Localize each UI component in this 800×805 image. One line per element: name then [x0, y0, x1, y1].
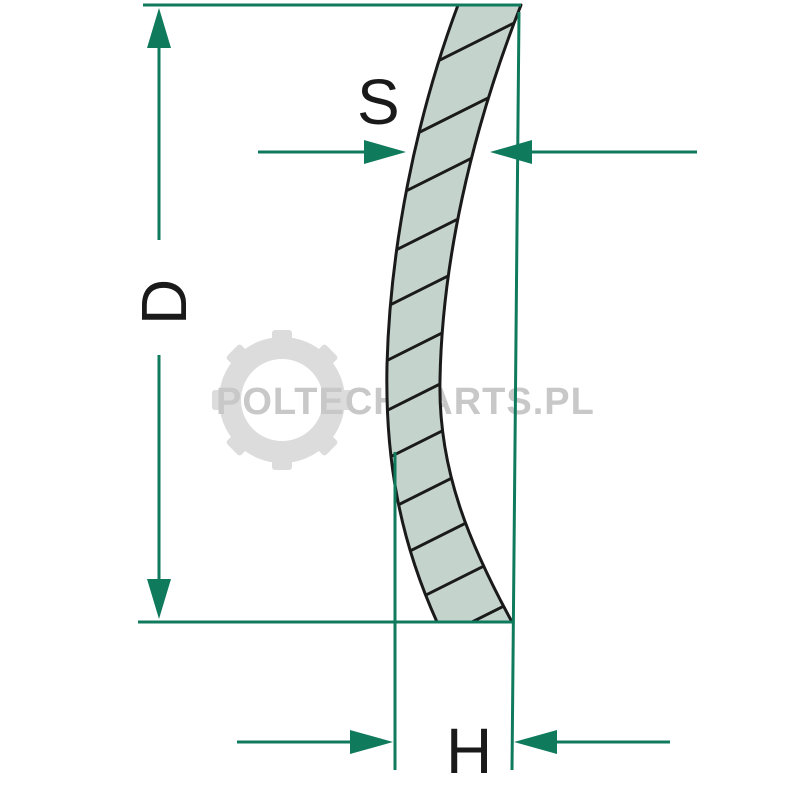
h-arrow-left	[514, 730, 557, 754]
s-arrow-right	[364, 140, 406, 164]
s-arrow-left	[490, 140, 532, 164]
d-label: D	[128, 279, 200, 325]
dimension-lines	[138, 3, 697, 771]
h-arrow-right	[350, 730, 393, 754]
right-vertical-extension	[510, 11, 521, 771]
arrowheads	[147, 8, 557, 754]
d-arrow-down	[147, 579, 171, 619]
d-arrow-up	[147, 8, 171, 48]
spring-fill	[386, 5, 521, 622]
s-label: S	[357, 66, 400, 138]
gear-icon	[212, 330, 352, 470]
h-label: H	[446, 715, 492, 787]
